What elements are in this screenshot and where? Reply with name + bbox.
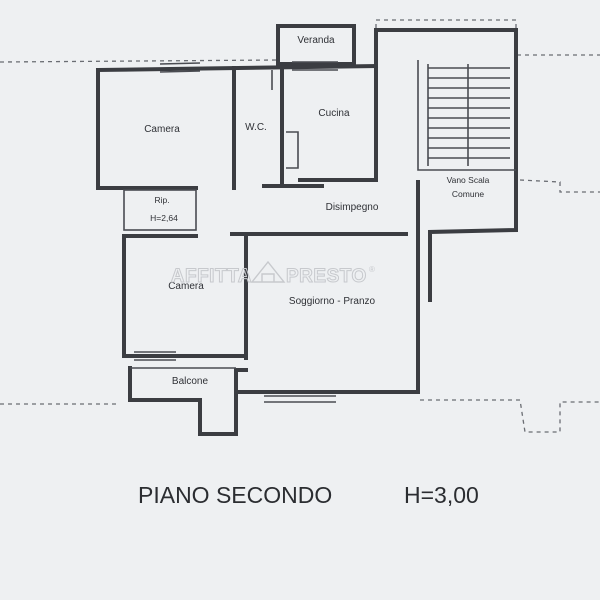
- balcone-walls: [128, 366, 248, 436]
- window-camera-top: [159, 62, 201, 73]
- watermark-registered-mark: ®: [369, 265, 375, 274]
- room-rip-height: H=2,64: [150, 213, 178, 223]
- house-icon: [250, 260, 286, 283]
- room-camera-bottom: Camera: [168, 281, 204, 292]
- room-vano-scala-1: Vano Scala: [447, 175, 490, 185]
- floor-title: PIANO SECONDO: [138, 482, 332, 508]
- stair-landing: [417, 60, 516, 171]
- kitchen-counter: [286, 131, 299, 169]
- window-camera2: [134, 351, 176, 361]
- room-camera-top: Camera: [144, 124, 180, 135]
- floor-height: H=3,00: [404, 482, 479, 508]
- room-veranda: Veranda: [297, 35, 335, 46]
- boundary-right: [519, 179, 600, 193]
- watermark-right: PRESTO: [286, 266, 367, 287]
- boundary-top-left: [0, 59, 281, 63]
- room-soggiorno: Soggiorno - Pranzo: [289, 296, 376, 307]
- stair-steps: [427, 64, 510, 166]
- room-wc: W.C.: [245, 122, 267, 133]
- window-living: [264, 395, 336, 403]
- room-balcone: Balcone: [172, 376, 209, 387]
- watermark-logo: AFFITTA PRESTO ®: [170, 260, 375, 288]
- room-rip: Rip.: [154, 195, 169, 205]
- watermark-left: AFFITTA: [171, 266, 252, 287]
- rip-walls: [123, 189, 197, 231]
- room-disimpegno: Disimpegno: [326, 202, 379, 213]
- stair-wall-outer: [374, 28, 518, 302]
- room-vano-scala-2: Comune: [452, 189, 484, 199]
- veranda-walls: [276, 24, 356, 66]
- boundary-top-right: [375, 19, 600, 56]
- boundary-bottom-right: [420, 399, 600, 433]
- room-cucina: Cucina: [318, 108, 350, 119]
- outer-wall-top: [95, 63, 379, 73]
- window-kitchen: [292, 61, 338, 71]
